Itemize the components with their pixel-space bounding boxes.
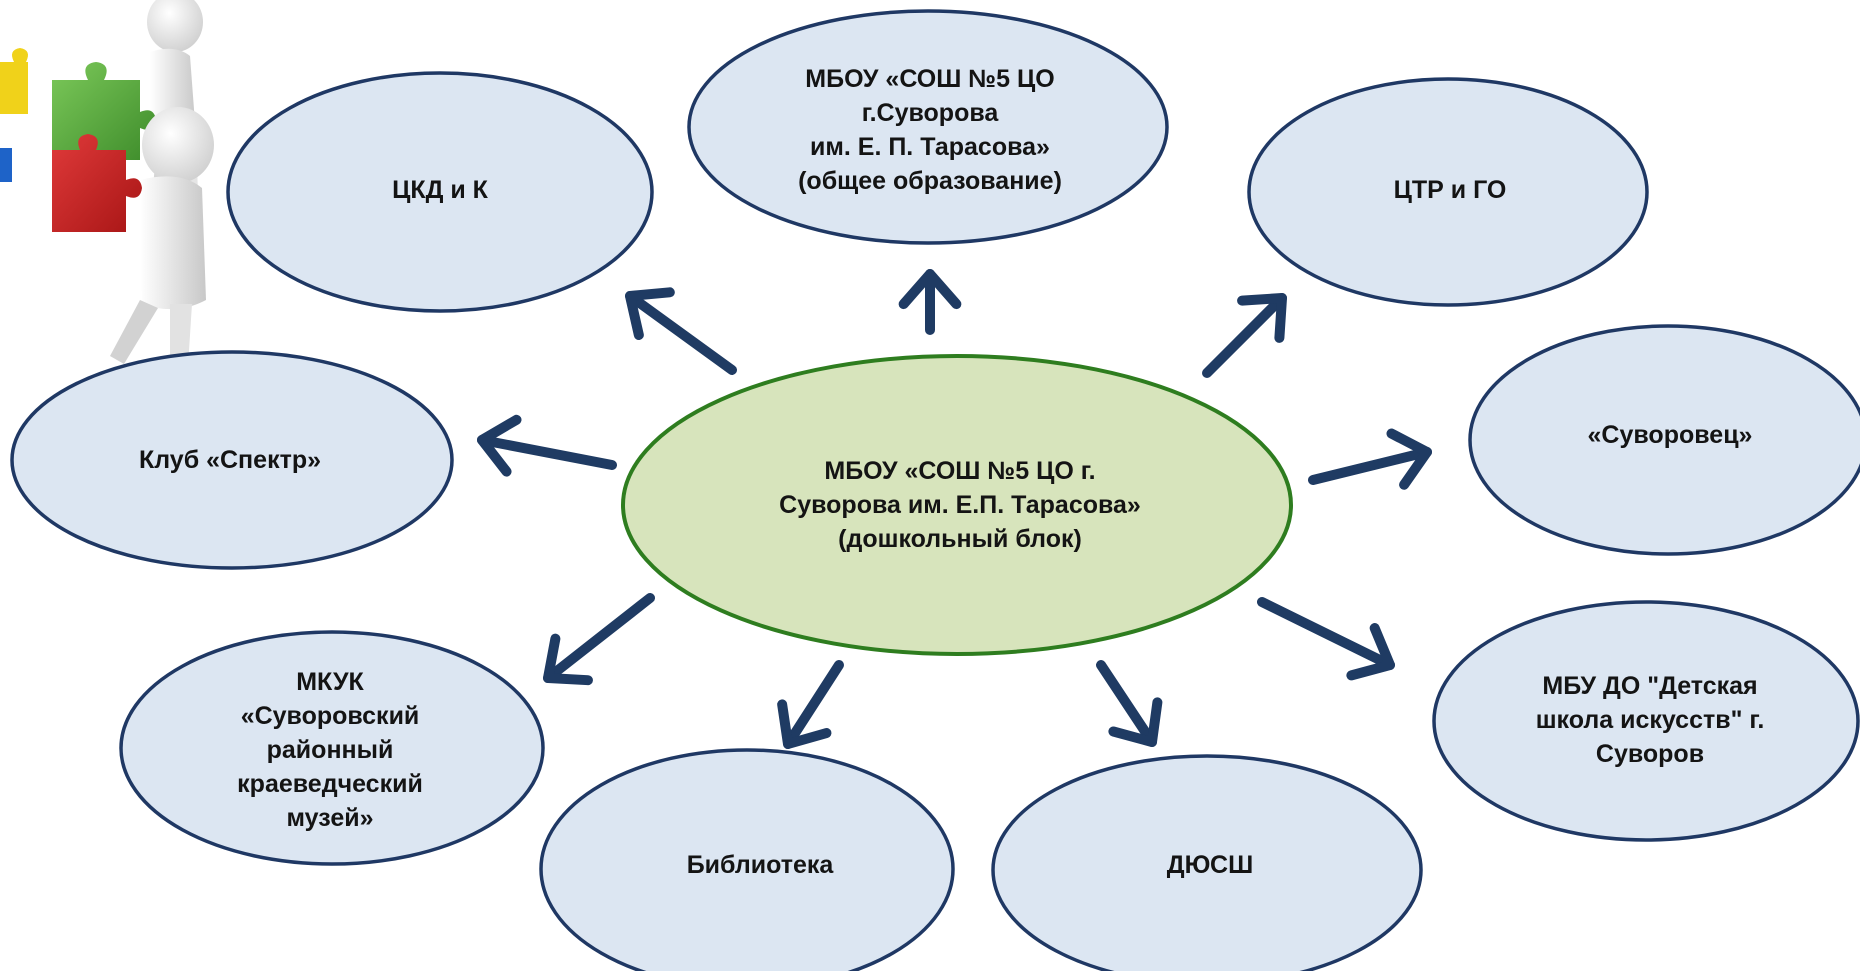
- partner-node-ellipse-ckd: [226, 71, 654, 313]
- arrowhead: [1346, 623, 1395, 681]
- partner-node-ellipse-art-school: [1432, 600, 1860, 842]
- arrowhead: [1108, 697, 1163, 747]
- connector-arrow: [1202, 293, 1287, 378]
- connector-arrow: [543, 593, 655, 686]
- partner-node-ellipse-dyussh: [991, 754, 1423, 976]
- partner-node-ellipse-ctr: [1247, 77, 1649, 307]
- connector-arrow: [777, 660, 844, 749]
- center-node-ellipse: [621, 354, 1293, 656]
- connector-arrow: [1257, 597, 1395, 681]
- arrowhead: [898, 269, 962, 310]
- partner-node-ellipse-spektr: [10, 350, 454, 570]
- connector-arrow: [898, 269, 962, 335]
- connector-arrow: [477, 414, 617, 477]
- connector-arrow: [1096, 660, 1163, 747]
- partner-node-ellipse-suvorovets: [1468, 324, 1860, 556]
- arrowhead: [1386, 428, 1432, 490]
- puzzle-people-icon: [0, 0, 214, 366]
- partner-node-ellipse-school: [687, 9, 1169, 245]
- arrowhead: [477, 414, 522, 477]
- arrowhead: [777, 699, 832, 749]
- arrowhead: [625, 287, 675, 341]
- connector-arrow: [1308, 428, 1432, 490]
- arrowhead: [543, 633, 593, 686]
- connector-arrow: [625, 287, 737, 375]
- arrowhead: [1237, 293, 1287, 343]
- partner-node-ellipse-museum: [119, 630, 545, 866]
- partner-node-ellipse-library: [539, 748, 955, 976]
